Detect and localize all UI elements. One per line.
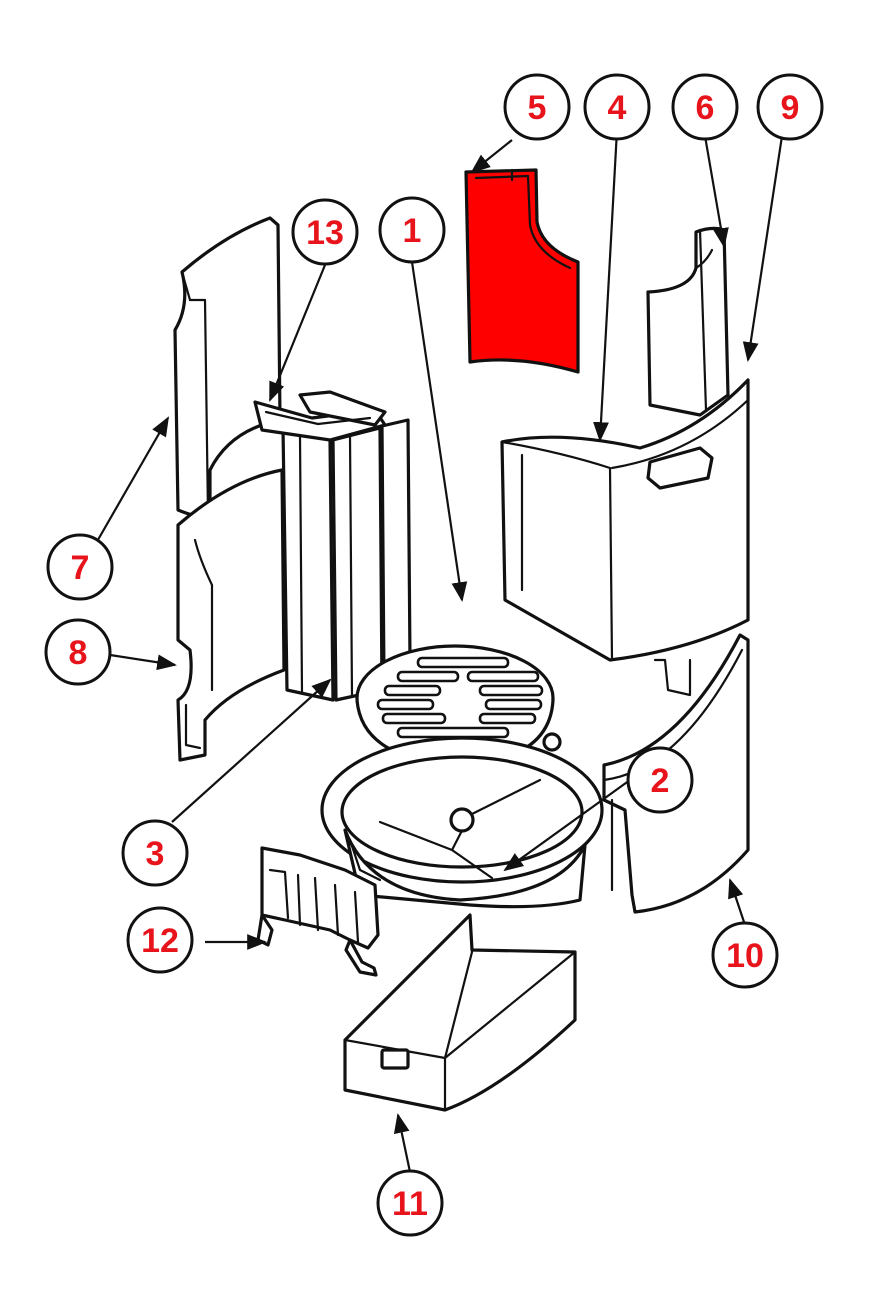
callout-11: 11: [376, 1169, 444, 1237]
callout-10: 10: [711, 921, 779, 989]
callout-13-label: 13: [306, 214, 344, 252]
callout-2-label: 2: [651, 762, 670, 800]
leader-4: [593, 129, 619, 442]
callout-4-label: 4: [608, 89, 627, 127]
callout-3: 3: [121, 819, 189, 887]
callout-1-label: 1: [403, 212, 422, 250]
callout-9: 9: [756, 73, 824, 141]
callout-6-label: 6: [696, 89, 715, 127]
part-12-clip-bracket: [256, 846, 380, 977]
callout-8-label: 8: [69, 634, 88, 672]
callouts: 1 2 3 4 5 6 7 8: [44, 73, 824, 1237]
callout-10-label: 10: [726, 937, 764, 975]
part-7-upper-left-panel: [173, 216, 282, 522]
leader-5: [470, 139, 513, 174]
callout-2: 2: [626, 746, 694, 814]
part-3-vertical-plates: [281, 418, 412, 702]
leader-7: [94, 416, 169, 546]
leader-13: [268, 264, 327, 402]
leader-6: [703, 135, 729, 248]
leader-3: [171, 678, 332, 823]
leader-11: [393, 1113, 412, 1173]
part-13-crossbar: [253, 390, 387, 442]
callout-7: 7: [46, 533, 114, 601]
callout-13: 13: [291, 198, 359, 266]
callout-5: 5: [503, 73, 571, 141]
leader-lines: [94, 129, 784, 1173]
callout-5-label: 5: [528, 89, 547, 127]
part-8-lower-left-panel: [176, 468, 286, 762]
callout-12-label: 12: [141, 922, 179, 960]
callout-6: 6: [671, 73, 739, 141]
callout-9-label: 9: [781, 89, 800, 127]
callout-1: 1: [378, 196, 446, 264]
callout-12: 12: [126, 906, 194, 974]
callout-4: 4: [583, 73, 651, 141]
callout-3-label: 3: [146, 835, 165, 873]
leader-10: [728, 878, 746, 923]
part-4-9-upper-right-panel: [500, 378, 750, 662]
callout-7-label: 7: [71, 549, 90, 587]
part-5-highlighted-brick: [464, 168, 580, 374]
callout-11-label: 11: [392, 1185, 428, 1223]
leader-1: [410, 261, 468, 602]
part-2-grate-frame: [320, 736, 604, 909]
leader-2: [503, 779, 631, 872]
leader-9: [742, 135, 784, 362]
brick-5-shape: [464, 168, 580, 374]
callout-8: 8: [44, 618, 112, 686]
part-6-rear-right-brick: [646, 226, 730, 417]
leader-8: [109, 653, 177, 671]
part-11-ash-box: [343, 913, 577, 1112]
